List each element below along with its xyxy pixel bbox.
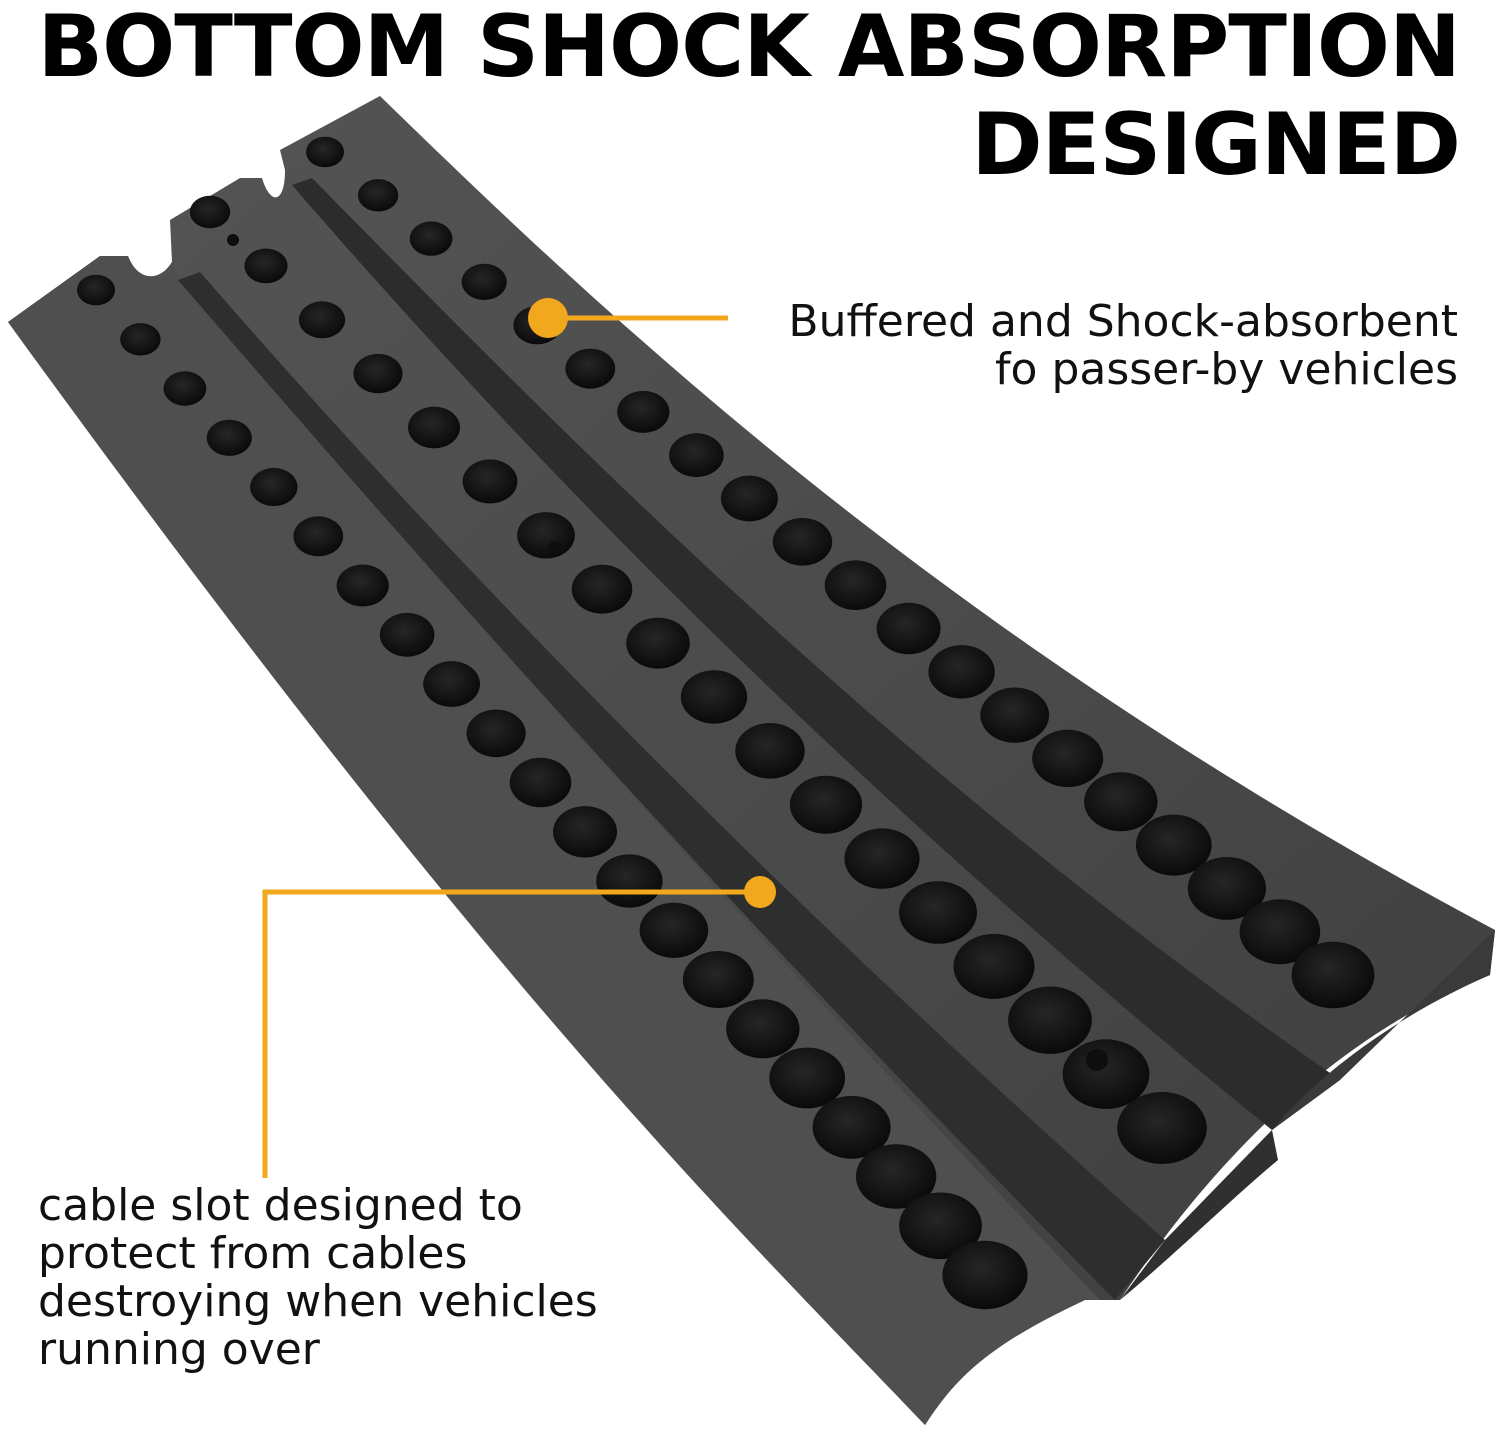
hole — [408, 406, 460, 449]
hole — [1084, 772, 1158, 832]
hole — [571, 564, 633, 614]
hole — [466, 709, 526, 758]
hole — [789, 775, 863, 834]
callout-cable-slot: cable slot designed to protect from cabl… — [38, 1182, 598, 1374]
hole — [1032, 729, 1104, 788]
hole — [379, 612, 435, 657]
hole — [928, 645, 995, 699]
hole — [1187, 857, 1266, 920]
hole — [163, 371, 207, 406]
hole — [250, 467, 298, 507]
hole — [726, 999, 800, 1059]
hole — [1117, 1092, 1207, 1164]
hole — [336, 564, 389, 607]
hole — [669, 433, 724, 478]
hole — [617, 390, 670, 433]
hole — [553, 806, 617, 858]
orange-dot-icon — [528, 298, 568, 338]
headline-line-1: BOTTOM SHOCK ABSORPTION — [37, 0, 1461, 97]
pin-hole — [1086, 1049, 1108, 1071]
ramp-front-edge — [1120, 1130, 1278, 1300]
callout-shock-absorbent: Buffered and Shock-absorbent fo passer-b… — [788, 298, 1458, 394]
hole — [812, 1095, 891, 1159]
hole — [1135, 814, 1212, 876]
hole — [409, 221, 453, 256]
hole — [824, 560, 887, 610]
hole — [639, 902, 709, 958]
holes-left-rail — [77, 274, 1028, 1310]
hole — [565, 348, 616, 389]
hole — [1062, 1039, 1150, 1109]
hole — [680, 670, 748, 724]
hole — [899, 881, 977, 944]
callout-bottom-line: cable slot designed to — [38, 1180, 523, 1231]
hole — [769, 1047, 846, 1109]
hole — [844, 828, 920, 889]
hole — [423, 661, 480, 707]
hole — [942, 1240, 1028, 1310]
hole — [353, 353, 403, 394]
hole — [855, 1144, 937, 1209]
hole — [244, 248, 288, 284]
hole — [626, 617, 690, 669]
hole — [596, 854, 663, 908]
callout-bottom-line: running over — [38, 1324, 320, 1375]
ramp-right-edge — [1272, 930, 1495, 1130]
callout-top-line: fo passer-by vehicles — [995, 344, 1458, 395]
hole — [772, 518, 833, 566]
hole — [461, 263, 507, 300]
hole — [1008, 986, 1092, 1054]
orange-dot-icon — [744, 876, 776, 908]
hole — [189, 195, 231, 229]
pin-hole — [548, 541, 562, 555]
cable-channel-left — [178, 272, 1165, 1300]
callout-bottom-leader-line — [262, 889, 760, 1178]
holes-right-rail — [306, 136, 1375, 1009]
cable-channel-right — [292, 178, 1340, 1130]
hole — [509, 757, 572, 808]
hole — [357, 179, 399, 212]
hole — [1239, 899, 1321, 965]
hole — [720, 475, 778, 522]
headline-line-2: DESIGNED — [971, 95, 1461, 195]
hole — [77, 274, 115, 306]
hole — [306, 136, 344, 168]
holes-center-rail — [189, 195, 1207, 1164]
hole — [953, 933, 1035, 999]
callout-bottom-line: protect from cables — [38, 1228, 468, 1279]
hole — [980, 687, 1050, 743]
pin-hole — [227, 234, 239, 246]
hole — [876, 602, 941, 655]
hole — [293, 516, 344, 557]
hole — [206, 419, 252, 456]
hole — [682, 951, 754, 1008]
hole — [298, 301, 346, 339]
hole — [120, 323, 161, 356]
hole — [462, 459, 518, 504]
hole — [517, 512, 575, 559]
hole — [1291, 941, 1375, 1009]
hole — [899, 1192, 982, 1260]
callout-top-line: Buffered and Shock-absorbent — [788, 296, 1458, 347]
hole — [735, 723, 805, 779]
callout-bottom-line: destroying when vehicles — [38, 1276, 598, 1327]
